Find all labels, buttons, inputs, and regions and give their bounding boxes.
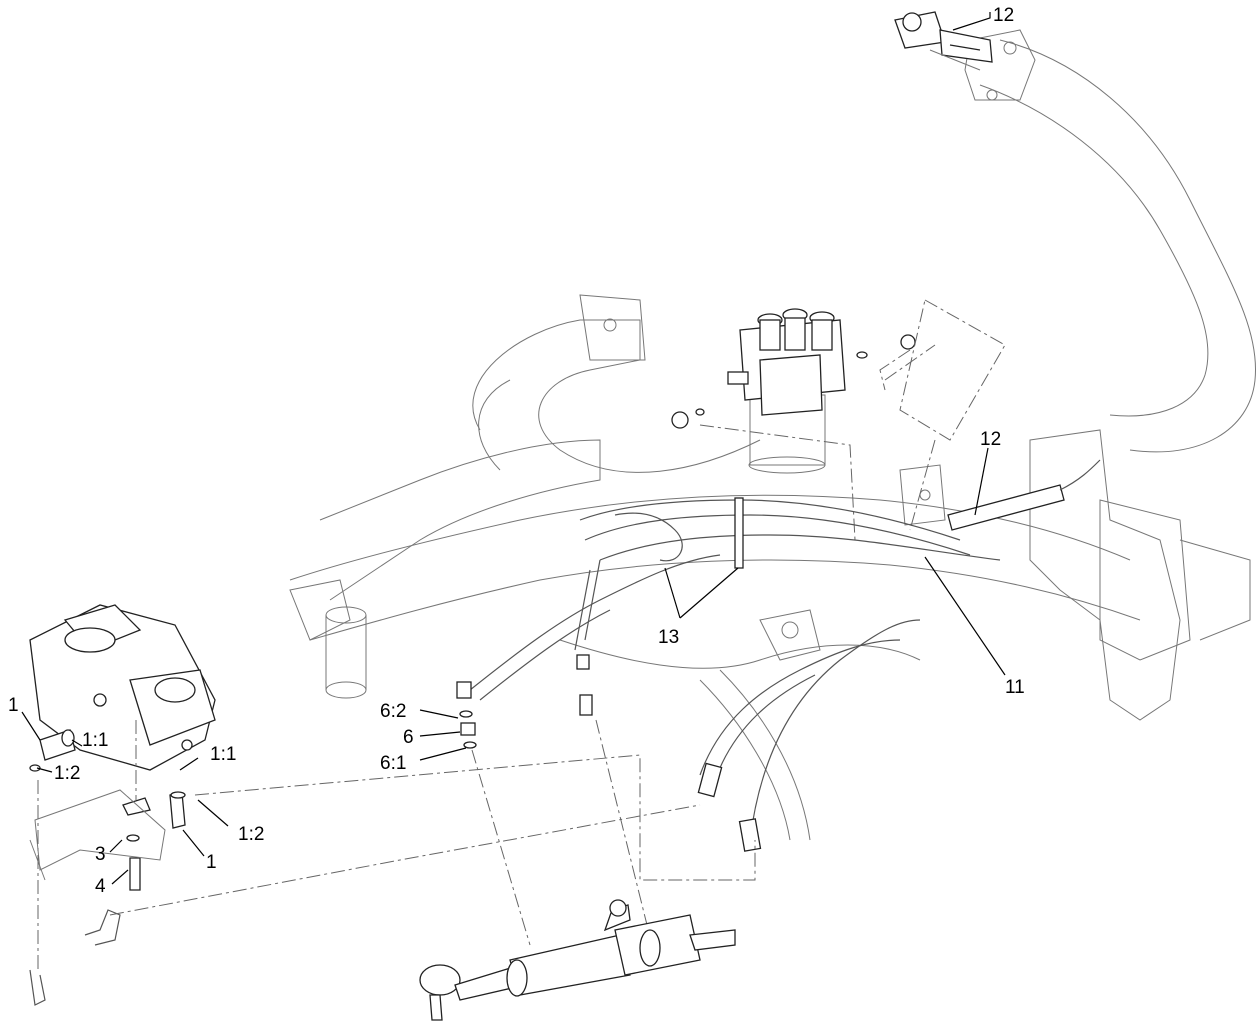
callout-1-1-left: 1:1 <box>82 730 108 751</box>
callout-1-2-left: 1:2 <box>54 763 80 784</box>
hose-assembly-icon <box>469 459 1101 852</box>
callout-6-1: 6:1 <box>380 753 406 774</box>
fitting-6-icon <box>456 654 653 946</box>
steering-cylinder-icon <box>419 899 736 1021</box>
top-fitting-icon <box>894 11 1036 101</box>
bracket-icon <box>29 720 166 1006</box>
control-valve-icon <box>671 308 916 474</box>
callout-3: 3 <box>95 844 106 865</box>
chassis-frame-icon <box>289 39 1257 841</box>
callout-11: 11 <box>1005 677 1025 698</box>
callout-1-1-right: 1:1 <box>210 744 236 765</box>
callout-1-bottom: 1 <box>206 852 217 873</box>
hydraulic-pump-icon <box>29 604 216 891</box>
callout-4: 4 <box>95 876 106 897</box>
callout-6: 6 <box>403 727 414 748</box>
callout-1-left: 1 <box>8 695 19 716</box>
callout-12-top: 12 <box>993 5 1014 26</box>
callout-12-right: 12 <box>980 429 1001 450</box>
callout-6-2: 6:2 <box>380 701 406 722</box>
callout-1-2-right: 1:2 <box>238 824 264 845</box>
callout-13: 13 <box>658 627 679 648</box>
